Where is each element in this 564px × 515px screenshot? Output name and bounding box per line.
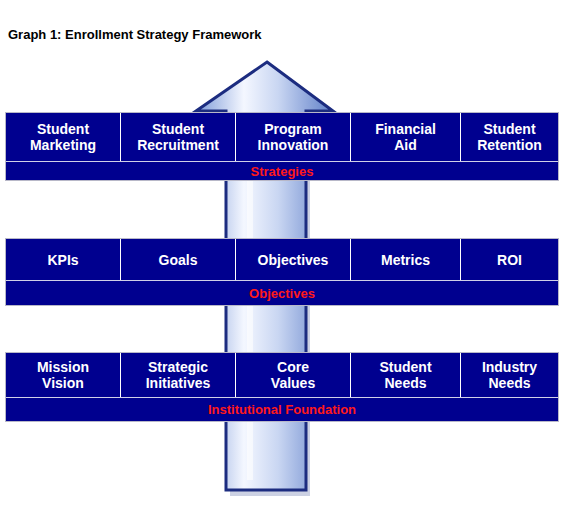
- element-label: Student Recruitment: [126, 121, 230, 153]
- element-label: Financial Aid: [367, 121, 445, 153]
- element-box: Student Needs: [351, 353, 461, 397]
- layer-band: Strategies Student Marketing Student Recru…: [5, 112, 559, 181]
- element-label: Goals: [159, 252, 198, 268]
- element-box: Objectives: [236, 239, 351, 280]
- layer-band: Institutional Foundation Mission Vision St…: [5, 352, 559, 422]
- element-label: Industry Needs: [471, 359, 549, 391]
- element-box: Metrics: [351, 239, 461, 280]
- element-box: Student Recruitment: [121, 113, 236, 161]
- element-box: Goals: [121, 239, 236, 280]
- diagram-title: Graph 1: Enrollment Strategy Framework: [8, 27, 262, 42]
- element-label: Student Retention: [471, 121, 549, 153]
- layer-label: Objectives: [6, 280, 558, 305]
- element-box: Student Marketing: [6, 113, 121, 161]
- element-label: Strategic Initiatives: [139, 359, 217, 391]
- element-box: Program Innovation: [236, 113, 351, 161]
- element-label: Student Marketing: [24, 121, 102, 153]
- element-box: ROI: [461, 239, 558, 280]
- element-label: ROI: [497, 252, 522, 268]
- layer-band: ObjectivesKPIsGoalsObjectivesMetricsROI: [5, 238, 559, 306]
- element-box: Core Values: [236, 353, 351, 397]
- element-box: Student Retention: [461, 113, 558, 161]
- element-box: Industry Needs: [461, 353, 558, 397]
- layer-label: Institutional Foundation: [6, 397, 558, 421]
- element-box: Financial Aid: [351, 113, 461, 161]
- element-label: Program Innovation: [254, 121, 332, 153]
- element-box: KPIs: [6, 239, 121, 280]
- element-label: Core Values: [254, 359, 332, 391]
- element-label: Metrics: [381, 252, 430, 268]
- element-label: KPIs: [47, 252, 78, 268]
- layer-label: Strategies: [6, 161, 558, 180]
- element-label: Objectives: [258, 252, 329, 268]
- element-box: Mission Vision: [6, 353, 121, 397]
- element-box: Strategic Initiatives: [121, 353, 236, 397]
- element-label: Mission Vision: [24, 359, 102, 391]
- element-label: Student Needs: [367, 359, 445, 391]
